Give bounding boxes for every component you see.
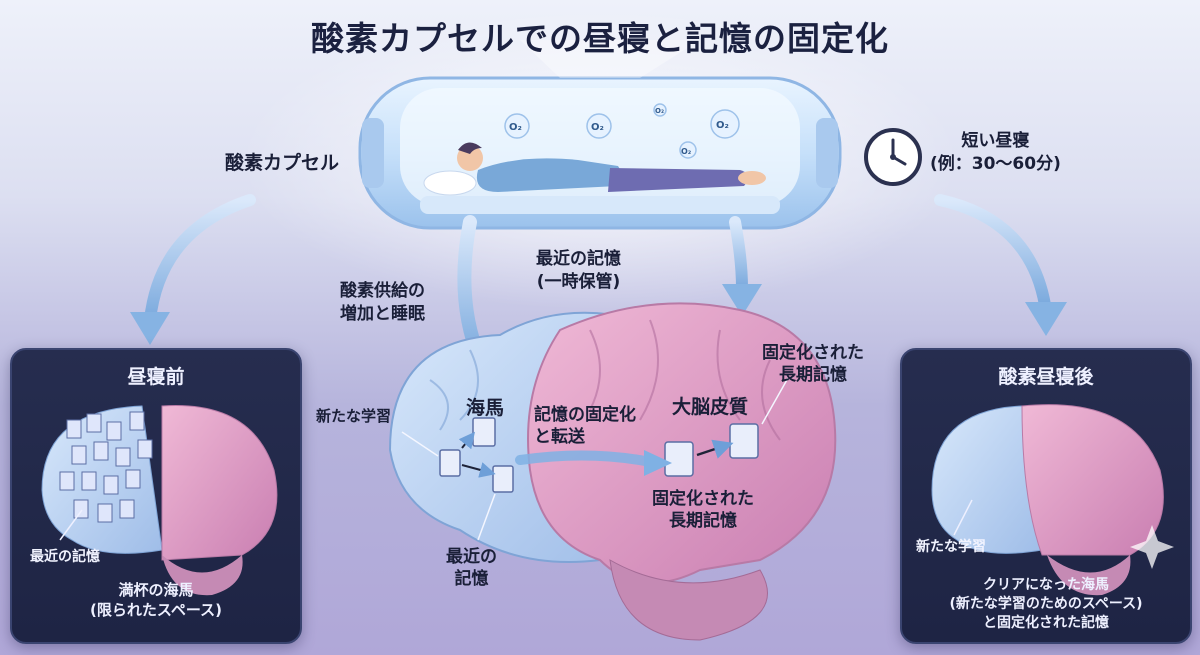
caption-line: (新たな学習のためのスペース): [949, 595, 1143, 612]
bubble-text: O₂: [591, 122, 604, 133]
label-line: 固定化された: [762, 343, 864, 363]
bubble-text: O₂: [655, 107, 664, 115]
sparkle-icon: [1130, 525, 1174, 569]
document-icon: [439, 417, 759, 493]
consolidation-label: 記憶の固定化 と転送: [534, 404, 636, 448]
before-nap-title: 昼寝前: [127, 366, 185, 388]
before-brain-graphic: [41, 405, 278, 596]
nap-duration-label: 短い昼寝 (例：30〜60分): [930, 130, 1061, 176]
center-brain-graphic: [388, 302, 837, 641]
hippocampus-label: 海馬: [466, 397, 505, 419]
label-line: 長期記憶: [779, 365, 847, 386]
label-line: (一時保管): [536, 271, 621, 292]
label-line: 最近の: [446, 547, 497, 567]
after-new-learning-label: 新たな学習: [916, 539, 986, 555]
cortex-label: 大脳皮質: [672, 396, 749, 418]
sleeping-person-graphic: [423, 142, 766, 196]
nap-label-line: (例：30〜60分): [930, 153, 1061, 174]
caption-line: と固定化された記憶: [983, 614, 1109, 631]
recent-memory-bottom-label: 最近の 記憶: [446, 546, 497, 590]
after-nap-title: 酸素昼寝後: [998, 366, 1094, 388]
label-line: 酸素供給の: [340, 281, 425, 301]
after-nap-panel: 酸素昼寝後 新たな学習 クリアになった海馬 (新たな学習のためのスペース) と固…: [900, 348, 1192, 644]
arrow-to-after-panel: [934, 194, 1051, 311]
bubble-text: O₂: [681, 147, 692, 156]
caption-line: 満杯の海馬: [118, 581, 194, 599]
arrow-to-before-panel: [144, 194, 256, 326]
label-line: 長期記憶: [669, 511, 737, 532]
label-line: 記憶: [454, 569, 489, 590]
caption-line: (限られたスペース): [90, 601, 222, 620]
nap-label-line: 短い昼寝: [961, 131, 1030, 151]
recent-memory-temp-label: 最近の記憶 (一時保管): [536, 248, 621, 294]
clock-icon: [864, 128, 922, 186]
after-caption: クリアになった海馬 (新たな学習のためのスペース) と固定化された記憶: [902, 576, 1190, 633]
arrow-recent-memory: [729, 216, 748, 294]
bubble-text: O₂: [716, 120, 729, 131]
label-line: と転送: [534, 427, 585, 448]
capsule-label: 酸素カプセル: [225, 152, 340, 174]
before-recent-memory-label: 最近の記憶: [30, 549, 100, 565]
label-line: 固定化された: [652, 489, 754, 509]
page-title: 酸素カプセルでの昼寝と記憶の固定化: [311, 19, 889, 58]
oxygen-capsule-graphic: [358, 76, 842, 230]
new-learning-label: 新たな学習: [316, 407, 392, 425]
after-brain-graphic: [931, 404, 1174, 596]
longterm-memory-mid-label: 固定化された 長期記憶: [652, 488, 754, 532]
label-line: 記憶の固定化: [534, 405, 636, 425]
bubble-text: O₂: [509, 122, 522, 133]
before-caption: 満杯の海馬 (限られたスペース): [12, 580, 300, 621]
caption-line: クリアになった海馬: [983, 577, 1109, 593]
label-line: 増加と睡眠: [340, 303, 425, 324]
before-nap-panel: 昼寝前 最近の記憶 満杯の海馬 (限られたスペース): [10, 348, 302, 644]
label-line: 最近の記憶: [536, 249, 621, 269]
oxygen-bubbles: [504, 103, 740, 159]
oxygen-supply-label: 酸素供給の 増加と睡眠: [340, 280, 425, 326]
longterm-memory-top-label: 固定化された 長期記憶: [762, 342, 864, 386]
